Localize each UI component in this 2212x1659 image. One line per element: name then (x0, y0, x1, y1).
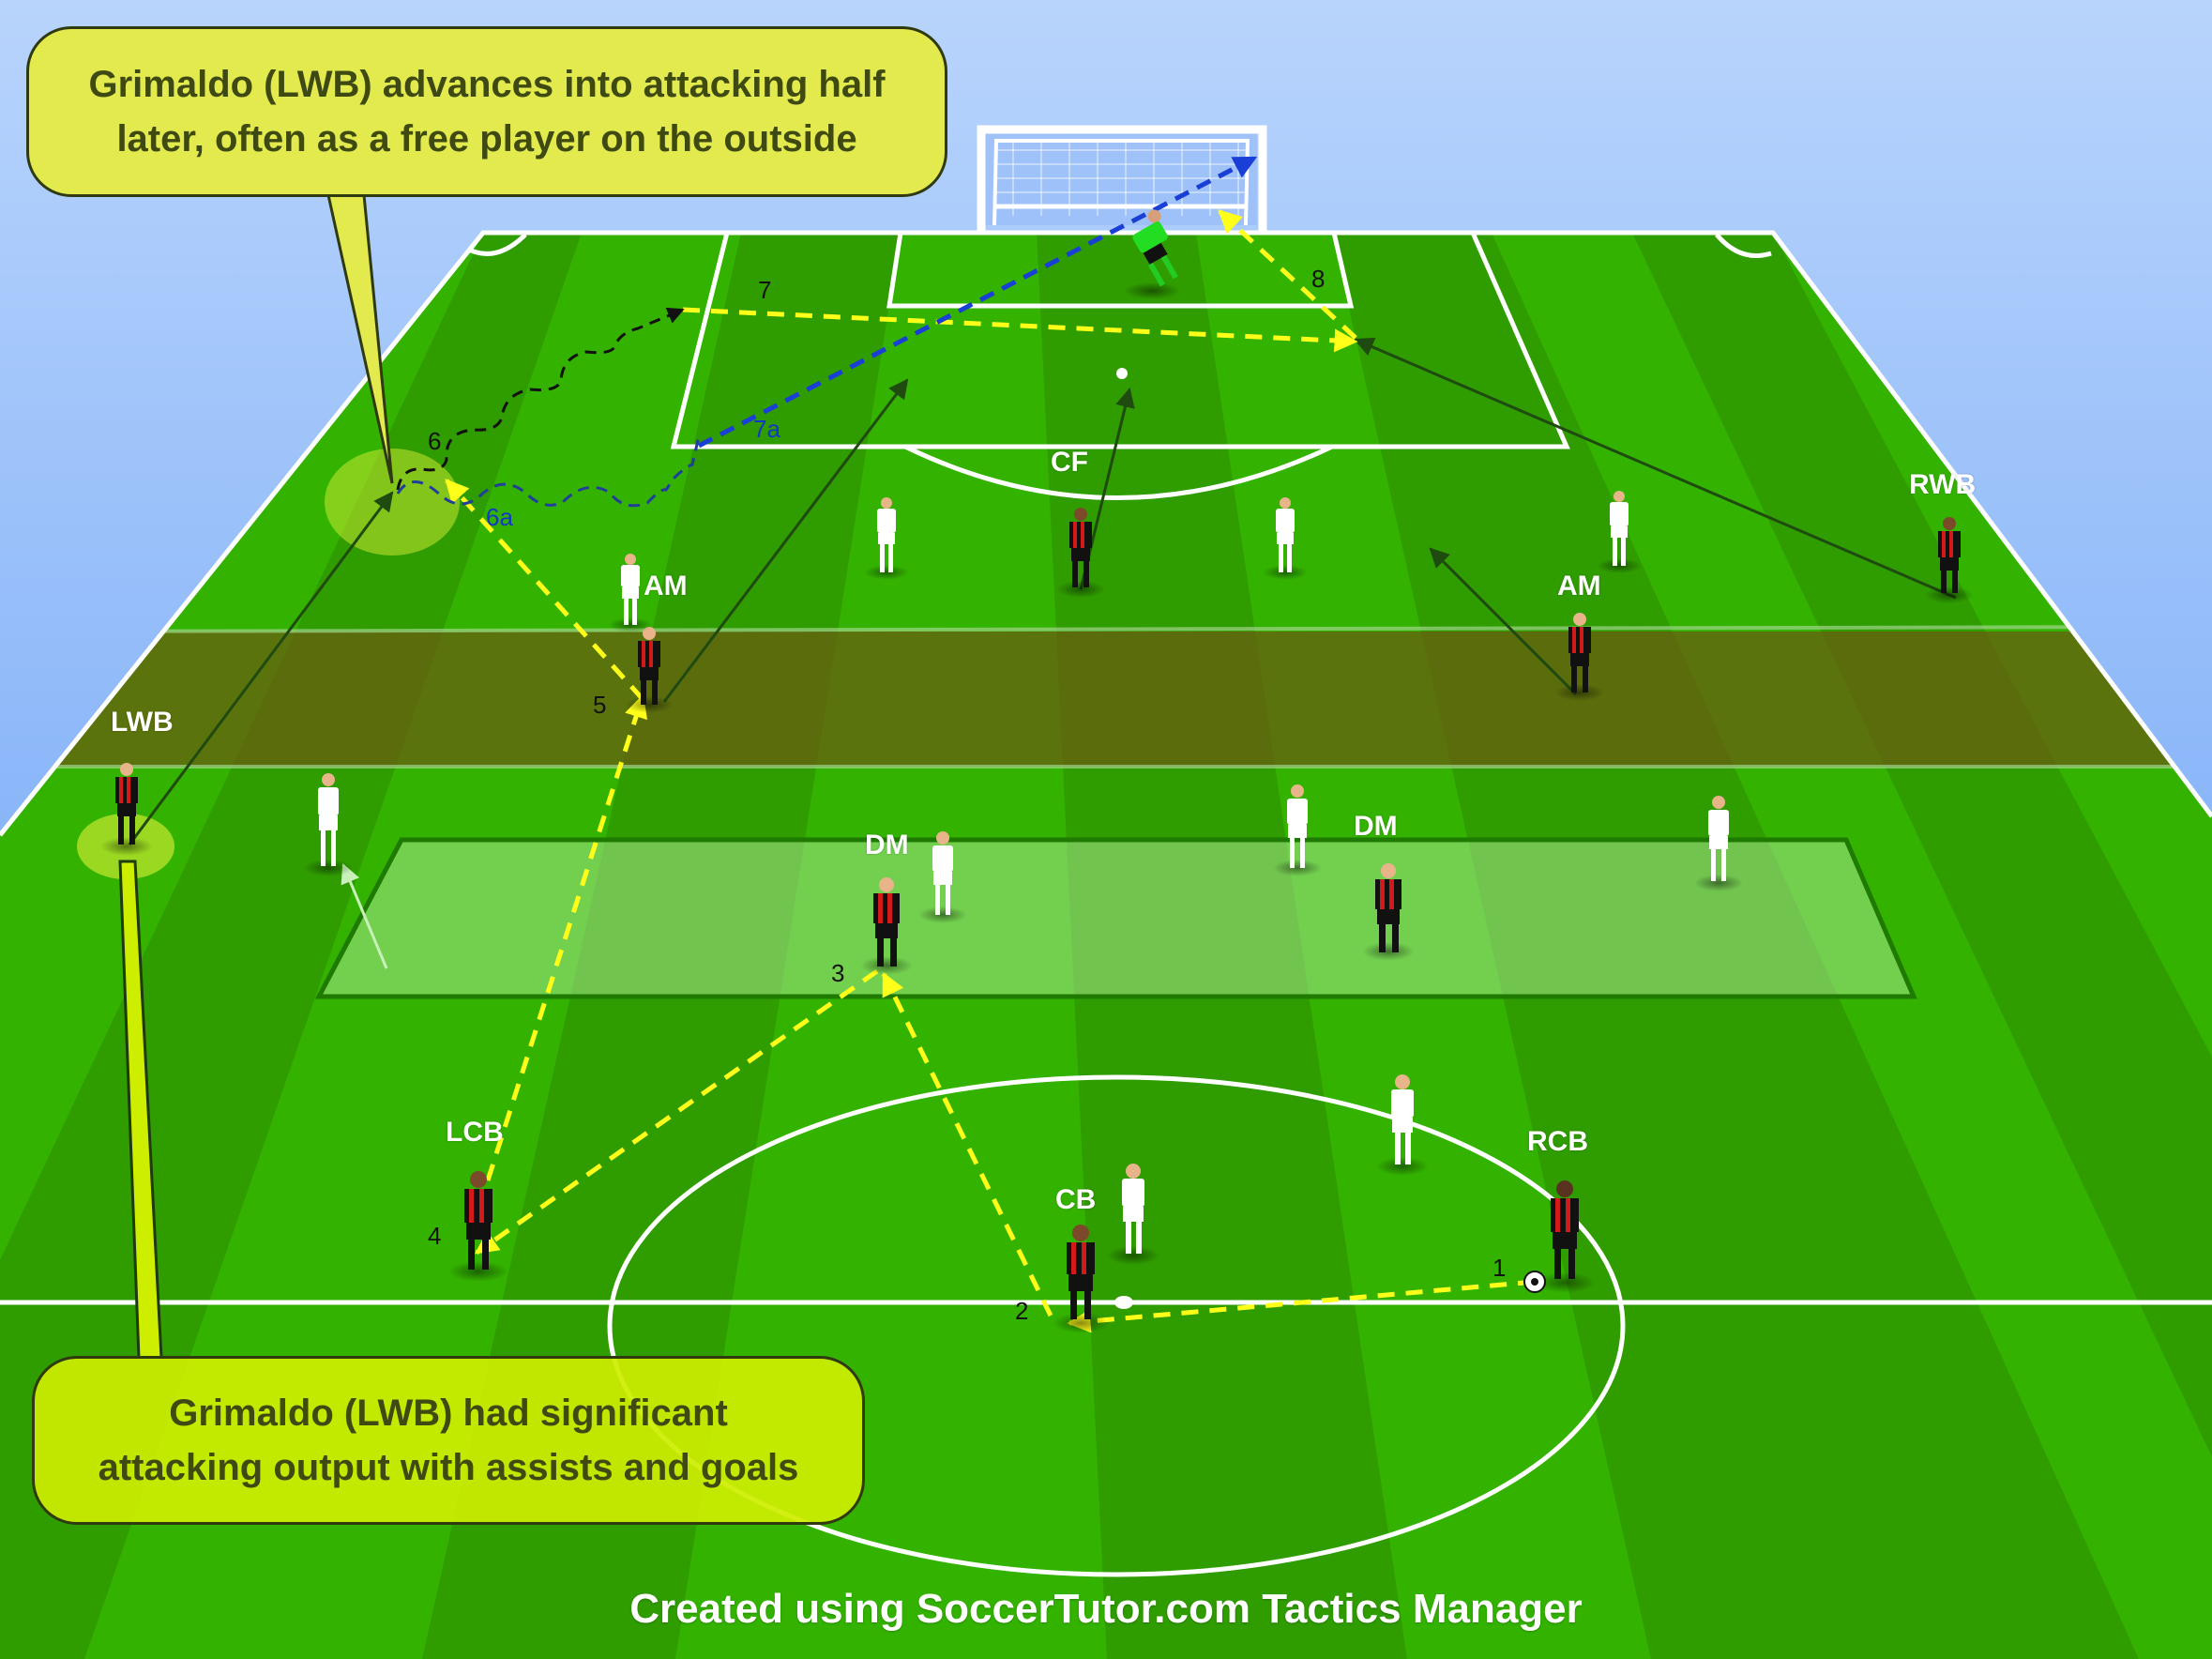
goal (977, 125, 1267, 233)
ball (1523, 1271, 1546, 1293)
callout-bottom-line1: Grimaldo (LWB) had significant (169, 1393, 728, 1434)
center-circle (607, 1074, 1626, 1577)
defensive-midfield-zone (314, 837, 1917, 999)
credit-text: Created using SoccerTutor.com Tactics Ma… (629, 1586, 1583, 1632)
dribble-6 (396, 307, 685, 491)
sequence-8: 8 (1311, 265, 1326, 293)
player-lwb (100, 763, 153, 856)
sequence-7a: 7a (753, 415, 780, 443)
center-spot (1114, 1296, 1133, 1309)
callout-top-line1: Grimaldo (LWB) advances into attacking h… (88, 64, 886, 105)
passes (445, 209, 1536, 1333)
callout-bottom: Grimaldo (LWB) had significant attacking… (32, 1356, 865, 1525)
player-lcb (448, 1171, 508, 1282)
lwb-highlight-advanced (325, 449, 460, 556)
label-dm-right: DM (1354, 811, 1398, 842)
callout-top-line2: later, often as a free player on the out… (116, 118, 857, 160)
player-rcb (1535, 1180, 1595, 1293)
label-am-right: AM (1557, 571, 1601, 601)
penalty-spot (1116, 368, 1128, 379)
defender-run (341, 863, 388, 969)
sequence-4: 4 (428, 1222, 442, 1250)
player-runs (128, 337, 1957, 845)
sequence-3: 3 (831, 959, 845, 987)
opponent (304, 491, 1743, 1265)
label-cf: CF (1051, 447, 1088, 478)
callout-top: Grimaldo (LWB) advances into attacking h… (26, 26, 947, 197)
player-rwb (1925, 517, 1974, 603)
goalkeeper (1124, 209, 1180, 299)
player-am-right (1555, 613, 1604, 701)
dribble-6a (396, 435, 701, 508)
label-cb: CB (1055, 1184, 1097, 1215)
pitch-lines (0, 230, 2212, 1577)
callout-bottom-line2: attacking output with assists and goals (98, 1447, 799, 1488)
label-am-left: AM (644, 571, 688, 601)
label-lcb: LCB (446, 1117, 504, 1148)
player-cb (1053, 1225, 1109, 1333)
label-dm-left: DM (865, 830, 909, 860)
sequence-7: 7 (758, 276, 772, 304)
label-lwb: LWB (111, 707, 174, 738)
label-rwb: RWB (1909, 469, 1977, 500)
players (100, 209, 1974, 1333)
shot-7a (697, 155, 1258, 449)
sequence-6a: 6a (486, 503, 513, 531)
player-am-left (625, 627, 674, 713)
player-dm-right (1362, 863, 1415, 961)
player-dm-left (860, 877, 913, 975)
sequence-5: 5 (593, 691, 607, 719)
label-rcb: RCB (1527, 1126, 1588, 1157)
player-cf (1056, 508, 1105, 598)
sequence-2: 2 (1015, 1297, 1029, 1325)
sequence-1: 1 (1492, 1254, 1507, 1282)
sequence-6: 6 (428, 427, 442, 455)
midfield-band (0, 632, 2212, 767)
